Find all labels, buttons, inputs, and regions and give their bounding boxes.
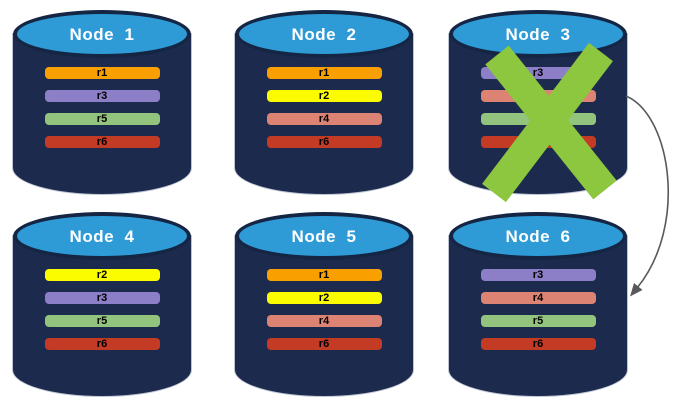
replica-bar: r2 [44,268,160,281]
replica-label: r1 [318,66,330,79]
replica-bar: r6 [480,337,596,350]
replica-bar: r4 [266,112,382,125]
replica-bar: r1 [266,268,382,281]
node-4-title: Node 4 [69,227,135,246]
arrow-curve [625,95,670,297]
replica-bar: r6 [44,135,160,148]
replica-label: r3 [532,268,544,281]
node-4: Node 4 r2 r3 r5 r6 [13,212,191,396]
replica-label: r2 [318,89,330,102]
node-2-replica-list: r1 r2 r4 r6 [235,67,413,148]
replica-label: r1 [96,66,108,79]
replica-bar: r1 [44,66,160,79]
node-5: Node 5 r1 r2 r4 r6 [235,212,413,396]
replica-bar: r2 [266,291,382,304]
replica-bar: r3 [44,89,160,102]
node-2: Node 2 r1 r2 r4 r6 [235,10,413,194]
node-6: Node 6 r3 r4 r5 r6 [449,212,627,396]
replica-bar: r5 [44,112,160,125]
replica-label: r5 [532,314,544,327]
node-5-title: Node 5 [291,227,357,246]
node-5-cylinder-top [235,212,413,260]
node-1-cylinder-top [13,10,191,58]
node-1-title: Node 1 [69,25,135,44]
replica-label: r5 [96,112,108,125]
node-2-cylinder-top [235,10,413,58]
node-6-replica-list: r3 r4 r5 r6 [449,269,627,350]
node-3-title: Node 3 [505,25,571,44]
replica-label: r3 [96,89,108,102]
replica-label: r6 [96,135,108,148]
node-4-replica-list: r2 r3 r5 r6 [13,269,191,350]
replica-label: r1 [318,268,330,281]
replica-bar: r6 [44,337,160,350]
replica-label: r4 [318,314,330,327]
replica-bar: r4 [480,291,596,304]
replica-label: r6 [318,337,330,350]
replica-label: r2 [318,291,330,304]
failure-x-icon [482,42,617,203]
replica-bar: r3 [44,291,160,304]
replica-bar: r6 [266,135,382,148]
replica-bar: r2 [266,89,382,102]
node-5-replica-list: r1 r2 r4 r6 [235,269,413,350]
node-1-replica-list: r1 r3 r5 r6 [13,67,191,148]
replica-label: r6 [96,337,108,350]
replica-label: r4 [318,112,330,125]
replica-bar: r5 [480,314,596,327]
replica-bar: r5 [44,314,160,327]
replica-label: r6 [532,337,544,350]
replica-label: r3 [96,291,108,304]
node-6-cylinder-top [449,212,627,260]
replica-label: r6 [318,135,330,148]
replica-bar: r6 [266,337,382,350]
node-4-cylinder-top [13,212,191,260]
replica-label: r4 [532,291,544,304]
node-2-title: Node 2 [291,25,357,44]
node-6-title: Node 6 [505,227,571,246]
replica-label: r3 [532,66,544,79]
node-3: Node 3 r3 [449,10,627,203]
replica-bar: r4 [266,314,382,327]
replica-bar: r1 [266,66,382,79]
replica-label: r2 [96,268,108,281]
replica-bar: r3 [480,268,596,281]
node-1: Node 1 r1 r3 r5 r6 [13,10,191,194]
replica-label: r5 [96,314,108,327]
